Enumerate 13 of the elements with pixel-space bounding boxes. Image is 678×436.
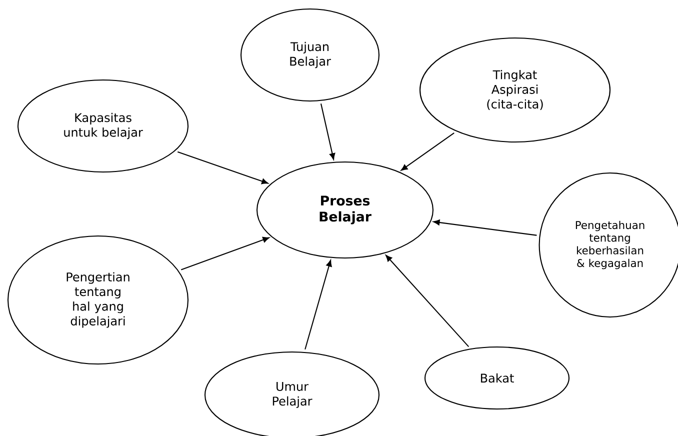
ellipse-node: Tujuan Belajar: [240, 8, 380, 102]
ellipse-node: Proses Belajar: [256, 161, 434, 259]
ellipse-node: Kapasitas untuk belajar: [17, 79, 189, 173]
arrow: [180, 236, 270, 270]
arrow: [177, 151, 268, 184]
arrow: [386, 254, 470, 348]
arrow: [433, 220, 537, 236]
ellipse-node: Tingkat Aspirasi (cita-cita): [419, 37, 611, 143]
ellipse-node: Pengertian tentang hal yang dipelajari: [7, 235, 189, 365]
arrow: [304, 260, 332, 350]
ellipse-node: Bakat: [424, 346, 570, 410]
arrow: [320, 104, 336, 160]
arrow: [400, 132, 454, 171]
